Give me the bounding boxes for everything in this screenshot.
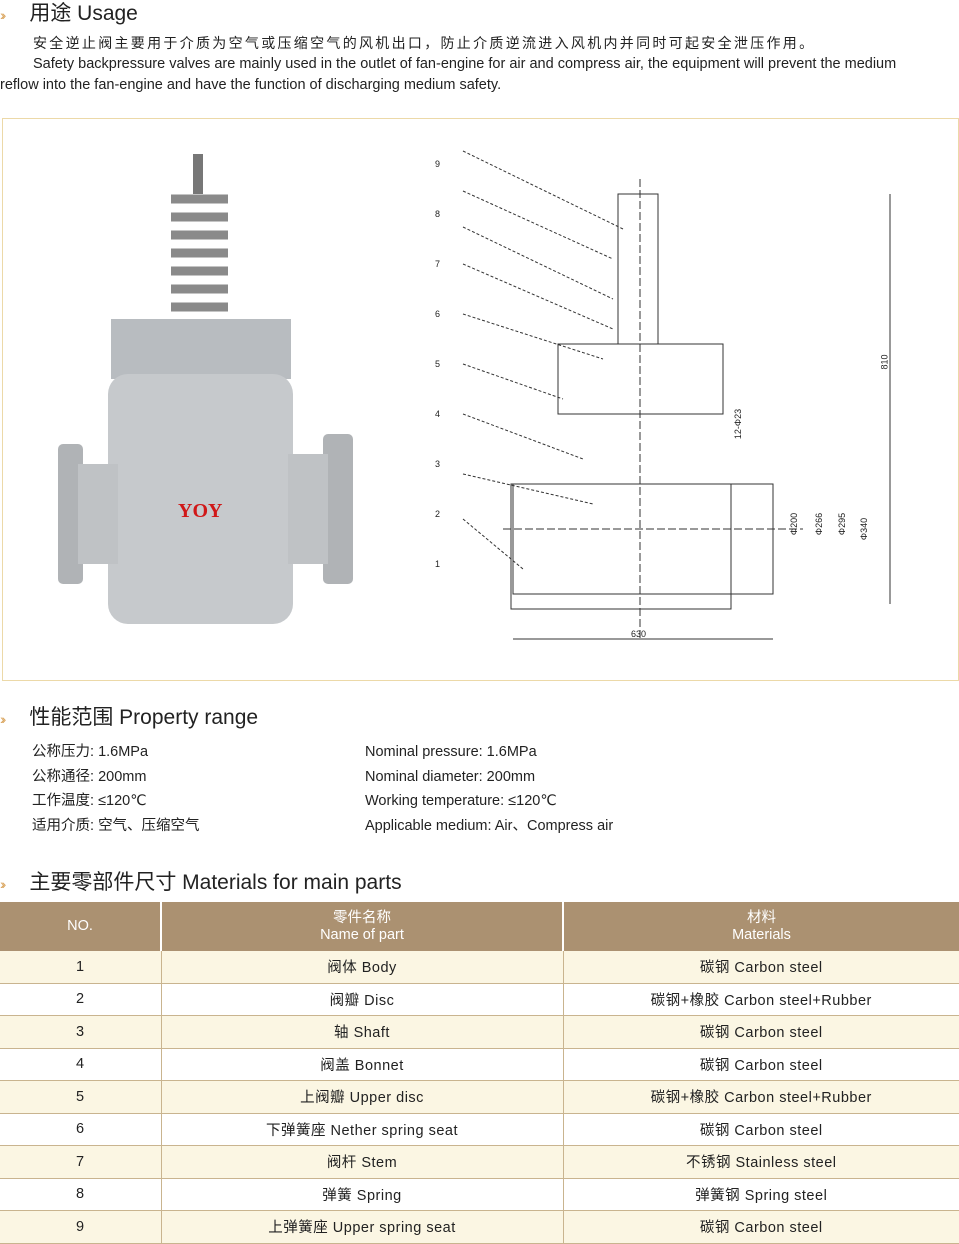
cell-part-name: 阀杆 Stem (161, 1145, 564, 1179)
header-no: NO. (0, 902, 162, 951)
cell-no: 2 (0, 983, 162, 1016)
cell-no: 4 (0, 1048, 162, 1081)
dim-295: Φ295 (837, 512, 848, 536)
cell-material: 碳钢+橡胶 Carbon steel+Rubber (563, 983, 959, 1016)
chevron-icon: ›› (0, 876, 7, 892)
cell-material: 碳钢 Carbon steel (563, 1113, 959, 1146)
cell-no: 8 (0, 1178, 162, 1211)
cell-part-name: 阀体 Body (161, 951, 564, 984)
property-heading: ››性能范围 Property range (0, 706, 259, 729)
dim-height: 810 (879, 354, 890, 370)
cell-material: 碳钢 Carbon steel (563, 1015, 959, 1049)
dim-bolts: 12-Φ23 (733, 408, 744, 440)
dim-340: Φ340 (859, 517, 870, 541)
technical-drawing (462, 150, 891, 640)
usage-en-1: Safety backpressure valves are mainly us… (33, 56, 897, 72)
cell-material: 碳钢 Carbon steel (563, 1048, 959, 1081)
cell-part-name: 上阀瓣 Upper disc (161, 1080, 564, 1114)
dim-630: 630 (631, 629, 647, 639)
cell-no: 3 (0, 1015, 162, 1049)
property-cn: 公称压力: 1.6MPa 公称通径: 200mm 工作温度: ≤120℃ 适用介… (32, 744, 200, 834)
valve-photo: YOY (58, 154, 353, 624)
chevron-icon: ›› (0, 7, 7, 23)
cell-no: 5 (0, 1080, 162, 1114)
usage-cn: 安全逆止阀主要用于介质为空气或压缩空气的风机出口，防止介质逆流进入风机内并同时可… (33, 35, 816, 51)
dim-266: Φ266 (814, 512, 825, 536)
cell-material: 碳钢+橡胶 Carbon steel+Rubber (563, 1080, 959, 1114)
chevron-icon: ›› (0, 711, 7, 727)
cell-no: 7 (0, 1145, 162, 1179)
materials-heading: ››主要零部件尺寸 Materials for main parts (0, 871, 402, 894)
cell-material: 弹簧钢 Spring steel (563, 1178, 959, 1211)
cell-part-name: 下弹簧座 Nether spring seat (161, 1113, 564, 1146)
usage-en-2: reflow into the fan-engine and have the … (0, 77, 502, 93)
cell-part-name: 轴 Shaft (161, 1015, 564, 1049)
usage-heading: ››用途 Usage (0, 2, 138, 25)
cell-material: 碳钢 Carbon steel (563, 951, 959, 984)
cell-material: 不锈钢 Stainless steel (563, 1145, 959, 1179)
cell-part-name: 阀瓣 Disc (161, 983, 564, 1016)
cell-part-name: 上弹簧座 Upper spring seat (161, 1210, 564, 1244)
cell-no: 6 (0, 1113, 162, 1146)
svg-text:YOY: YOY (178, 500, 223, 522)
cell-no: 1 (0, 951, 162, 984)
cell-material: 碳钢 Carbon steel (563, 1210, 959, 1244)
cell-part-name: 弹簧 Spring (161, 1178, 564, 1211)
cell-part-name: 阀盖 Bonnet (161, 1048, 564, 1081)
cell-no: 9 (0, 1210, 162, 1244)
dim-200: Φ200 (789, 512, 800, 536)
valve-illustration: YOY (58, 150, 891, 640)
